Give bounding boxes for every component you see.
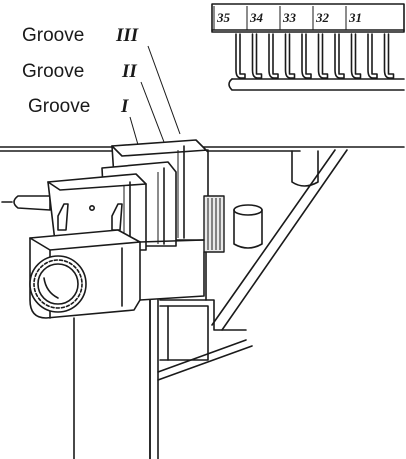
needle	[367, 33, 378, 79]
groove-label-ii: Groove II	[22, 61, 165, 143]
needle-bed-rail	[228, 78, 405, 91]
groove-word: Groove	[28, 96, 90, 117]
needles	[235, 33, 395, 79]
needle-number: 32	[315, 10, 330, 25]
groove-label-iii: Groove III	[22, 25, 181, 135]
needle	[284, 33, 296, 79]
groove-word: Groove	[22, 25, 84, 46]
groove-numeral: II	[121, 61, 137, 82]
carriage	[29, 139, 225, 459]
needle-number-labels: 35 34 33 32 31	[213, 6, 362, 30]
needle	[350, 33, 362, 79]
needle-number: 33	[282, 10, 297, 25]
needle	[334, 33, 345, 79]
tension-knob	[29, 255, 87, 313]
needle	[383, 33, 395, 79]
groove-word: Groove	[22, 61, 84, 82]
needle	[268, 33, 279, 79]
groove-numeral: I	[120, 96, 129, 117]
needle	[301, 33, 312, 79]
needle-number-strip	[211, 3, 405, 33]
machine-frame	[0, 146, 405, 459]
needle-number: 34	[249, 10, 264, 25]
needle-bed: 35 34 33 32 31	[211, 3, 405, 91]
carriage-handle	[1, 195, 51, 211]
leader-line	[147, 45, 181, 135]
needle	[251, 33, 263, 79]
needle	[235, 33, 246, 79]
needle-number: 31	[348, 10, 362, 25]
needle	[317, 33, 329, 79]
needle-number: 35	[216, 10, 231, 25]
leader-line	[140, 81, 165, 143]
groove-numeral: III	[115, 25, 139, 46]
